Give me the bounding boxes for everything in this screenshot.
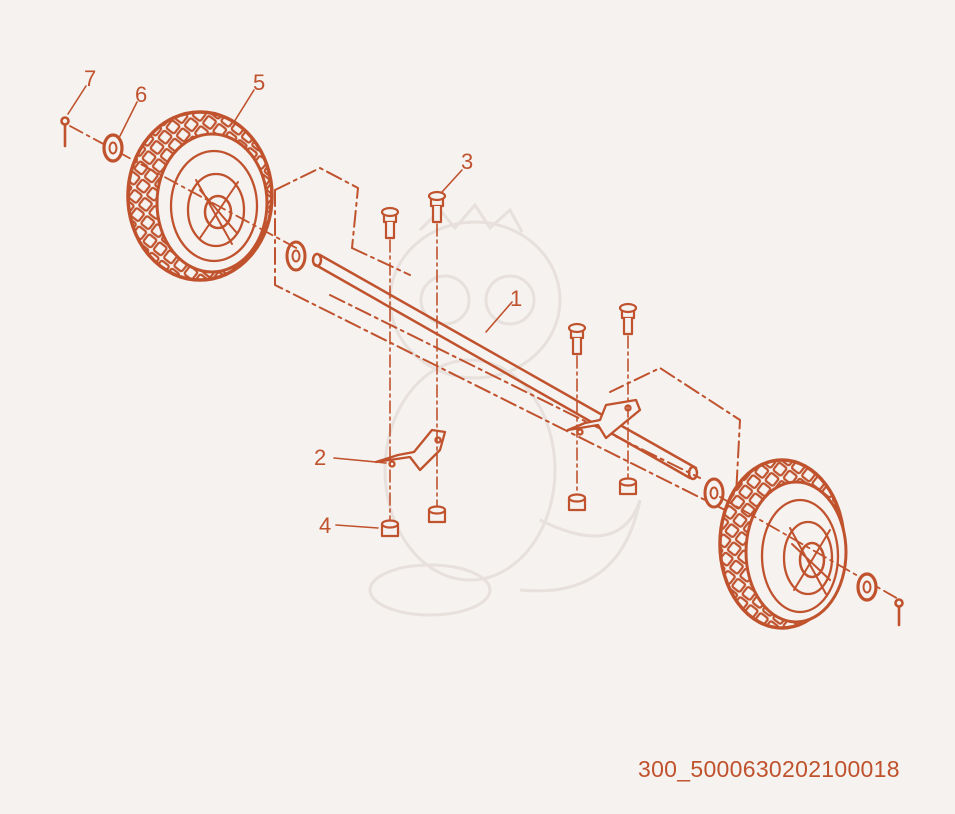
inner-washer-left — [285, 240, 307, 272]
inner-washer-right — [703, 477, 725, 509]
cotter-pin-right — [894, 598, 904, 627]
wheel-right — [718, 458, 848, 630]
axle — [311, 252, 699, 481]
dragon-mascot-watermark — [368, 202, 642, 617]
washer-left — [102, 133, 124, 163]
cotter-pin-left — [60, 116, 70, 148]
axle-bracket — [374, 398, 642, 472]
callout-label-1: 1 — [510, 286, 522, 311]
leader-lines — [67, 85, 513, 529]
drawing-number: 300_5000630202100018 — [638, 756, 900, 782]
callout-label-6: 6 — [135, 82, 147, 107]
callout-label-3: 3 — [461, 149, 473, 174]
flange-nut — [380, 477, 638, 538]
washer-right — [856, 572, 878, 602]
callout-label-2: 2 — [314, 445, 326, 470]
bolt-center-lines — [389, 223, 629, 521]
callout-label-7: 7 — [84, 66, 96, 91]
flange-bolt — [380, 190, 638, 356]
callout-label-5: 5 — [253, 70, 265, 95]
assembly-outline — [274, 167, 741, 516]
callout-label-4: 4 — [319, 513, 331, 538]
axis-line-left — [69, 125, 301, 251]
